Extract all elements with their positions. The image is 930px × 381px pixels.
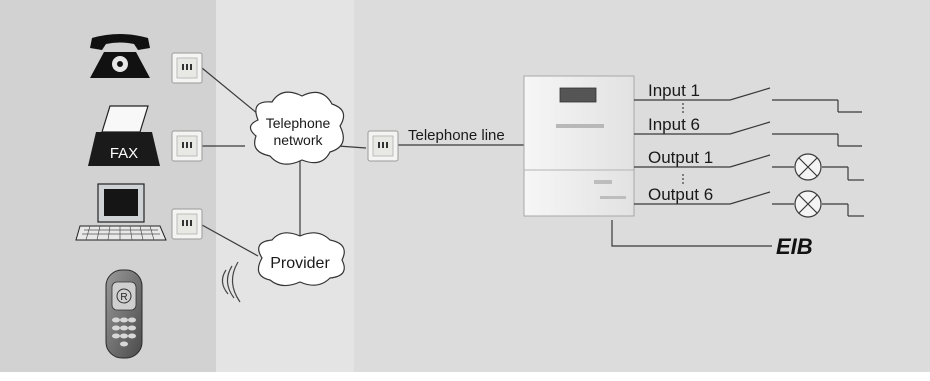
provider-cloud: Provider xyxy=(257,232,345,287)
telephone-network-label-line2: network xyxy=(273,132,323,148)
radio-waves-icon xyxy=(221,261,241,303)
device-display xyxy=(559,87,597,103)
lamp-output-6-icon xyxy=(794,190,822,218)
telephone-network-cloud: Telephone network xyxy=(249,91,345,165)
mobile-phone-icon: R xyxy=(105,269,143,359)
connection-lines xyxy=(201,67,772,257)
laptop-computer-icon xyxy=(75,183,167,241)
wall-socket-phone xyxy=(171,52,203,84)
panel-network xyxy=(216,0,354,381)
telecontrol-device xyxy=(523,75,635,217)
phone-button-label: R xyxy=(120,292,127,303)
telephone-line-label: Telephone line xyxy=(408,127,505,144)
telephone-network-label-line1: Telephone xyxy=(266,115,331,131)
io-wiring xyxy=(634,87,864,217)
wall-socket-computer xyxy=(171,208,203,240)
input-first-label: Input 1 xyxy=(648,81,700,100)
wall-socket-fax xyxy=(171,130,203,162)
eib-logo: EIB xyxy=(776,234,813,259)
fax-label: FAX xyxy=(110,145,138,162)
output-last-label: Output 6 xyxy=(648,185,713,204)
lamp-output-1-icon xyxy=(794,153,822,181)
provider-label: Provider xyxy=(270,255,330,272)
telephone-icon xyxy=(90,34,150,78)
ellipsis-marks xyxy=(682,103,684,184)
wall-socket-line xyxy=(367,130,399,162)
input-last-label: Input 6 xyxy=(648,115,700,134)
panel-installation xyxy=(354,0,930,381)
phone-button xyxy=(116,288,132,304)
fax-machine-icon: FAX xyxy=(88,105,160,166)
output-first-label: Output 1 xyxy=(648,148,713,167)
